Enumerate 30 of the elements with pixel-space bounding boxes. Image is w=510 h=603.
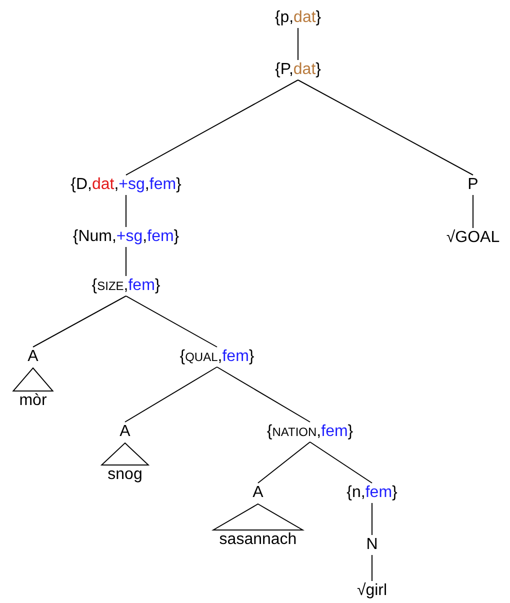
branch-line xyxy=(258,442,310,484)
branch-line xyxy=(126,80,298,176)
tree-node-label: {n,fem} xyxy=(346,484,398,502)
tree-node-label: {SIZE,fem} xyxy=(92,277,160,295)
tree-node-label: {Num,+sg,fem} xyxy=(72,228,180,246)
roof-triangle xyxy=(100,442,150,466)
tree-node-label: A xyxy=(252,484,264,502)
branch-line xyxy=(32,296,126,348)
word-label: sasannach xyxy=(219,531,297,549)
tree-node-label: {QUAL,fem} xyxy=(180,348,254,366)
word-label: mòr xyxy=(19,392,47,410)
branch-line xyxy=(298,80,474,176)
tree-node-label: {NATION,fem} xyxy=(266,423,354,441)
branch-line xyxy=(216,366,310,422)
roof-triangle xyxy=(211,503,305,530)
word-label: snog xyxy=(108,466,142,484)
branch-line xyxy=(472,194,474,228)
word-label: √GOAL xyxy=(446,229,500,247)
word-label: √girl xyxy=(356,582,388,600)
tree-node-label: {P,dat} xyxy=(275,61,321,79)
tree-node-label: A xyxy=(28,348,38,366)
tree-node-label: A xyxy=(120,423,130,441)
branch-line xyxy=(124,366,218,422)
tree-node-label: {p,dat} xyxy=(274,9,322,27)
branch-line xyxy=(126,296,218,348)
roof-triangle xyxy=(12,367,54,392)
branch-line xyxy=(310,442,372,484)
tree-node-label: N xyxy=(366,536,378,554)
tree-node-label: {D,dat,+sg,fem} xyxy=(70,176,182,194)
tree-node-label: P xyxy=(468,176,478,194)
